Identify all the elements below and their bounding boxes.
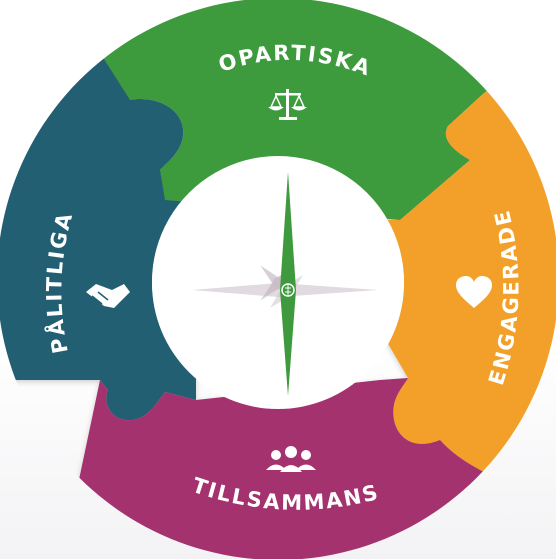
segment-left [0, 40, 196, 421]
scales-icon [268, 89, 307, 120]
people-icon [266, 446, 316, 472]
segment-bottom [60, 378, 500, 559]
compass-icon [192, 172, 378, 396]
handshake-icon [86, 284, 130, 308]
heart-icon [456, 276, 492, 308]
